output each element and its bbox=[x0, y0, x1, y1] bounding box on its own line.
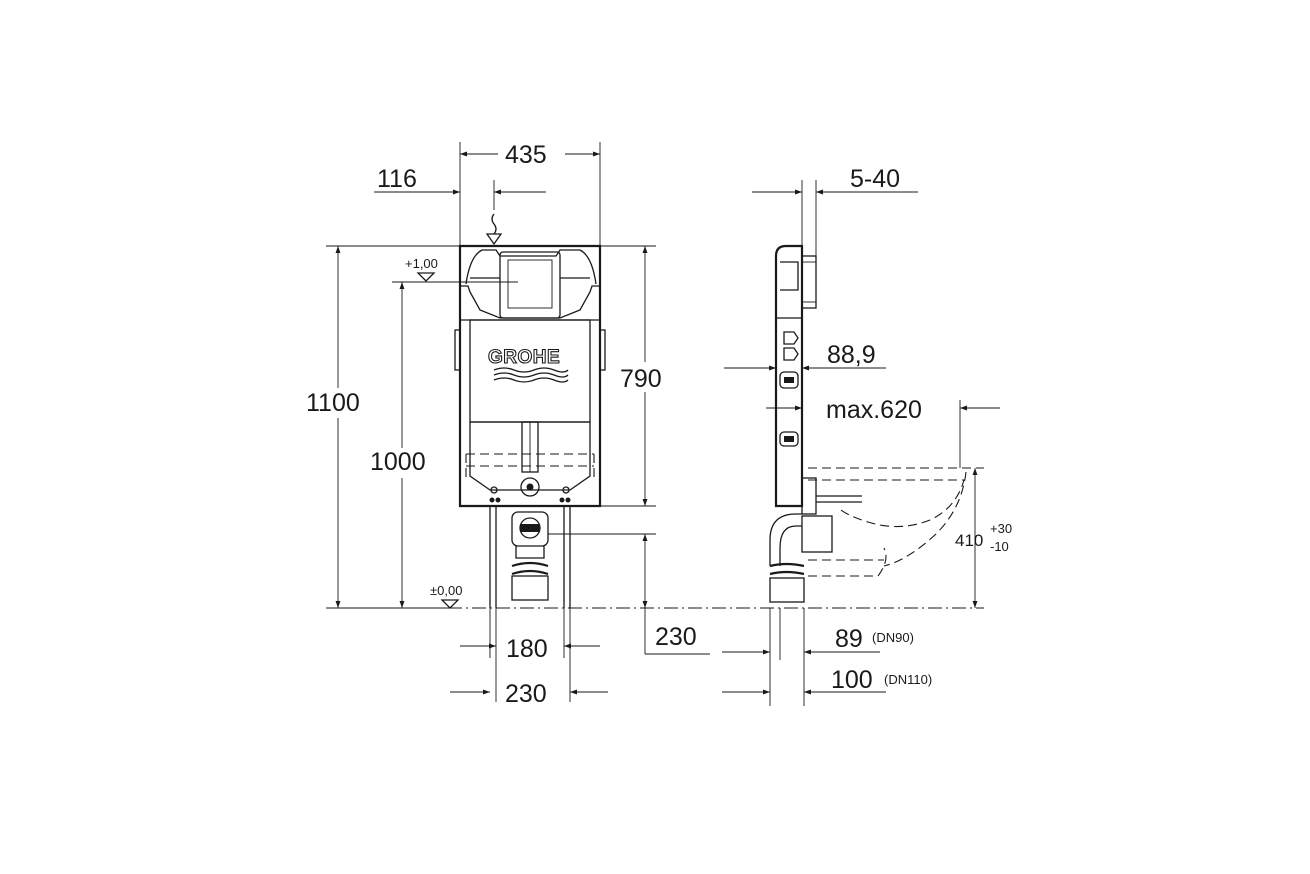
pipe-dn90-label: (DN90) bbox=[872, 630, 914, 645]
dimension-230-horizontal: 230 bbox=[450, 608, 608, 708]
width-435-label: 435 bbox=[505, 141, 547, 169]
side-view: 5-40 88,9 max.620 410 +30 -10 bbox=[722, 165, 1012, 706]
level-symbol-top: +1,00 bbox=[392, 256, 518, 283]
pipe-89-label: 89 bbox=[835, 625, 863, 653]
dimension-790: 790 bbox=[600, 245, 662, 507]
offset-230-label: 230 bbox=[655, 623, 697, 651]
pipe-100-label: 100 bbox=[831, 666, 873, 694]
side-frame bbox=[769, 244, 862, 603]
dimension-116: 116 bbox=[374, 165, 546, 210]
level-top-label: +1,00 bbox=[405, 256, 438, 271]
width-180-label: 180 bbox=[506, 635, 548, 663]
max-620-label: max.620 bbox=[826, 396, 922, 424]
dimension-100-dn110: 100 (DN110) bbox=[722, 666, 932, 695]
dimension-5-40: 5-40 bbox=[752, 165, 918, 256]
dimension-89-dn90: 89 (DN90) bbox=[722, 608, 914, 706]
toilet-bowl-outline bbox=[808, 467, 984, 577]
height-1000-label: 1000 bbox=[370, 448, 426, 476]
height-1100-label: 1100 bbox=[306, 389, 360, 417]
front-view: +1,00 ±0,00 435 116 bbox=[306, 141, 710, 708]
width-230-label: 230 bbox=[505, 680, 547, 708]
height-790-label: 790 bbox=[620, 365, 662, 393]
grohe-logo: GROHE bbox=[487, 346, 569, 383]
level-floor-label: ±0,00 bbox=[430, 583, 462, 598]
frame-outline bbox=[454, 244, 606, 608]
dimension-1000: 1000 bbox=[370, 282, 426, 608]
depth-88-9-label: 88,9 bbox=[827, 341, 876, 369]
dimension-435: 435 bbox=[459, 141, 601, 246]
dimension-max-620: max.620 bbox=[766, 396, 1000, 468]
dimension-88-9: 88,9 bbox=[724, 341, 886, 371]
bowl-height-tol-plus: +30 bbox=[990, 521, 1012, 536]
bowl-height-label: 410 bbox=[955, 531, 983, 550]
wall-gap-label: 5-40 bbox=[850, 165, 900, 193]
bowl-height-tol-minus: -10 bbox=[990, 539, 1009, 554]
dimension-230-vertical: 230 bbox=[548, 533, 710, 655]
water-inlet-icon bbox=[485, 213, 503, 246]
dimension-1100: 1100 bbox=[306, 245, 460, 609]
dimension-180: 180 bbox=[460, 608, 600, 663]
level-symbol-floor: ±0,00 bbox=[430, 583, 462, 609]
svg-text:GROHE: GROHE bbox=[488, 347, 560, 368]
pipe-dn110-label: (DN110) bbox=[884, 672, 932, 687]
offset-116-label: 116 bbox=[377, 165, 417, 193]
dimension-410: 410 +30 -10 bbox=[955, 468, 1012, 608]
